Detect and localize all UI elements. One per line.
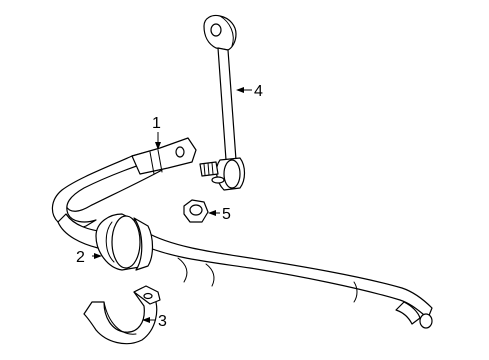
nut bbox=[183, 199, 209, 223]
arrow-2 bbox=[94, 253, 102, 259]
callout-2: 2 bbox=[76, 249, 85, 266]
arrow-3 bbox=[142, 317, 150, 323]
arrow-1 bbox=[155, 142, 161, 150]
callout-4: 4 bbox=[254, 83, 263, 100]
callout-5: 5 bbox=[222, 206, 231, 223]
arrow-5 bbox=[208, 210, 216, 216]
bushing-clamp bbox=[83, 285, 161, 345]
callout-leaders bbox=[92, 87, 252, 323]
bushing bbox=[95, 213, 154, 271]
callout-3: 3 bbox=[158, 313, 167, 330]
stabilizer-link bbox=[199, 14, 246, 191]
arrow-4 bbox=[236, 87, 244, 93]
callout-1: 1 bbox=[152, 115, 161, 132]
stabilizer-bar bbox=[51, 137, 433, 329]
